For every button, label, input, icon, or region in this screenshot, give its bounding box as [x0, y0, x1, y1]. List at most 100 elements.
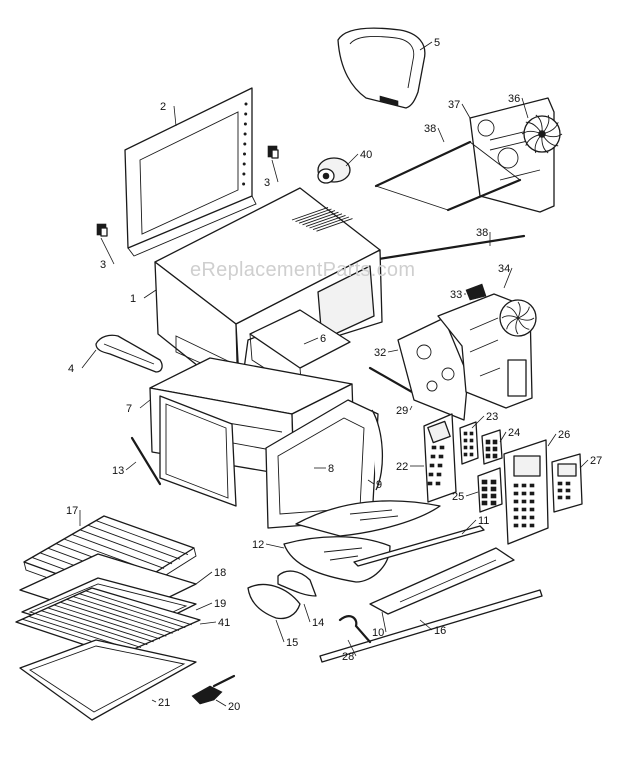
callout-41: 41: [218, 617, 230, 629]
part-34-motor-frame: [437, 293, 537, 409]
button-key: [485, 439, 491, 445]
button-key: [529, 499, 535, 504]
rack-bar: [79, 593, 186, 629]
leader-line-3: [100, 237, 115, 265]
leader-line-29: [409, 405, 413, 411]
callout-3: 3: [264, 177, 270, 189]
part-36-fan: [521, 114, 563, 154]
leader-line-36: [521, 97, 529, 119]
button-key: [485, 453, 491, 459]
button-key: [436, 472, 442, 477]
callout-7: 7: [126, 403, 132, 415]
part-24-button-block: [481, 429, 503, 465]
vent-hole: [244, 112, 248, 116]
button-key: [485, 446, 491, 452]
button-key: [463, 438, 468, 443]
button-key: [430, 454, 436, 459]
button-key: [529, 491, 535, 496]
callout-26: 26: [558, 429, 570, 441]
rack-bar: [60, 601, 167, 637]
callout-19: 19: [214, 598, 226, 610]
button-key: [429, 463, 435, 468]
callout-2: 2: [160, 101, 166, 113]
callout-36: 36: [508, 93, 520, 105]
fan-blade: [517, 317, 530, 330]
leader-line-10: [381, 611, 387, 633]
part-38-rods: [358, 140, 526, 264]
fan-blade: [506, 306, 519, 319]
rack-bar: [47, 607, 154, 643]
callout-18: 18: [214, 567, 226, 579]
button-key: [521, 515, 527, 520]
callout-25: 25: [452, 491, 464, 503]
button-key: [439, 445, 445, 450]
vent-slot: [309, 214, 346, 229]
part-2-back-panel: [124, 87, 257, 257]
callout-34: 34: [498, 263, 510, 275]
callout-24: 24: [508, 427, 520, 439]
leader-line-18: [195, 571, 213, 585]
button-key: [513, 499, 519, 504]
button-key: [435, 481, 441, 486]
button-key: [521, 523, 527, 528]
callout-40: 40: [360, 149, 372, 161]
rack-bar: [34, 613, 142, 648]
part-4-handle: [95, 334, 163, 373]
callout-32: 32: [374, 347, 386, 359]
button-key: [521, 491, 527, 496]
leader-line-2: [173, 105, 177, 127]
button-key: [469, 438, 474, 443]
button-key: [428, 472, 434, 477]
callout-12: 12: [252, 539, 264, 551]
part-3-clip-upper: [267, 145, 279, 159]
button-key: [463, 452, 468, 457]
leader-line-26: [547, 433, 557, 447]
leader-line-7: [139, 399, 151, 409]
leader-line-38: [437, 127, 445, 143]
part-22-control-panel: [423, 413, 457, 503]
rack-bar: [66, 598, 173, 634]
button-key: [492, 453, 498, 459]
part-40-knob: [317, 157, 351, 184]
button-key: [469, 431, 474, 436]
leader-line-25: [465, 491, 479, 497]
fan-blade: [517, 301, 521, 319]
leader-line-37: [461, 103, 471, 119]
vent-hole: [243, 122, 247, 126]
rack-bar: [71, 533, 165, 569]
part-16-trim: [319, 589, 543, 663]
button-key: [463, 431, 468, 436]
button-key: [490, 486, 497, 492]
leader-line-24: [499, 431, 507, 443]
vent-slot: [312, 216, 350, 231]
callout-20: 20: [228, 701, 240, 713]
vent-slot: [291, 206, 329, 221]
rack-bar: [72, 596, 180, 631]
part-27-overlay: [551, 453, 583, 513]
button-key: [557, 488, 563, 493]
callout-6: 6: [320, 333, 326, 345]
button-key: [463, 445, 468, 450]
leader-line-20: [215, 699, 227, 707]
callout-17: 17: [66, 505, 78, 517]
callout-28: 28: [342, 651, 354, 663]
button-key: [513, 515, 519, 520]
button-key: [490, 479, 497, 485]
part-8-door-frame: [265, 399, 384, 529]
fan-blade: [517, 317, 535, 321]
button-key: [565, 495, 571, 500]
vent-hole: [244, 102, 248, 106]
vent-slot: [302, 211, 339, 226]
callout-38: 38: [476, 227, 488, 239]
part-5-handle: [337, 27, 426, 109]
callout-4: 4: [68, 363, 74, 375]
button-key: [481, 486, 488, 492]
part-25-button-block: [477, 467, 503, 513]
part-20-latch: [191, 674, 236, 705]
part-9-glass: [295, 500, 441, 537]
leader-line-13: [125, 461, 137, 471]
leader-line-11: [461, 519, 477, 535]
vent-slot: [295, 208, 332, 223]
leader-line-16: [419, 619, 433, 631]
part-10-crumb-strip: [369, 547, 515, 615]
